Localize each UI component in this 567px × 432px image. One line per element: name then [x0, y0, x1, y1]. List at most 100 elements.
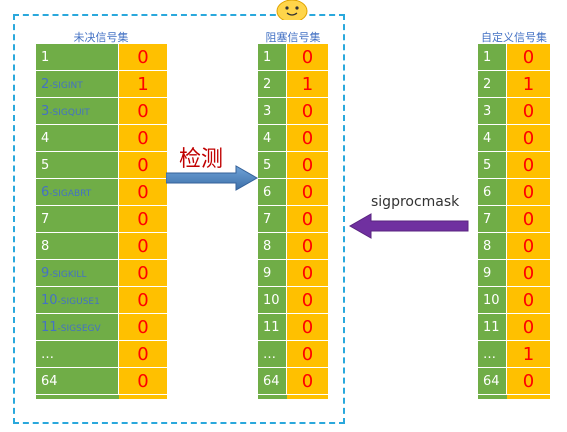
- signal-number: 1: [258, 44, 287, 71]
- signal-bit-value: 0: [119, 152, 167, 179]
- signal-number: 1: [478, 44, 507, 71]
- signal-number-text: …: [483, 347, 496, 362]
- signal-number-text: 2: [483, 77, 492, 92]
- mascot-icon: [276, 0, 308, 20]
- blocked-table-footer: [258, 395, 287, 399]
- signal-number-text: 9: [483, 266, 492, 281]
- signal-number: 8: [258, 233, 287, 260]
- signal-number-text: 64: [483, 374, 500, 389]
- signal-number: 4: [478, 125, 507, 152]
- signal-bit-value: 0: [507, 206, 550, 233]
- signal-number: 9: [258, 260, 287, 287]
- signal-number-text: 9: [41, 266, 50, 281]
- signal-bit-value: 0: [287, 314, 328, 341]
- signal-number: 64: [36, 368, 119, 395]
- signal-number: 64: [478, 368, 507, 395]
- signal-number-text: 6: [263, 185, 272, 200]
- signal-number-text: 10: [41, 293, 58, 308]
- signal-number-text: 5: [263, 158, 272, 173]
- signal-number-text: 8: [483, 239, 492, 254]
- signal-number-text: 11: [483, 320, 500, 335]
- signal-bit-value: 0: [507, 179, 550, 206]
- signal-number: 7: [258, 206, 287, 233]
- signal-bit-value: 0: [287, 233, 328, 260]
- signal-number-text: 3: [41, 104, 50, 119]
- signal-bit-value: 0: [287, 179, 328, 206]
- signal-number-text: 5: [483, 158, 492, 173]
- signal-number: 5: [258, 152, 287, 179]
- signal-number-text: 1: [263, 50, 272, 65]
- detect-arrow: [166, 165, 258, 191]
- signal-number-text: 7: [263, 212, 272, 227]
- signal-bit-value: 0: [507, 368, 550, 395]
- signal-bit-value: 1: [119, 71, 167, 98]
- signal-bit-value: 0: [119, 314, 167, 341]
- signal-number: 2: [478, 71, 507, 98]
- signal-bit-value: 0: [119, 287, 167, 314]
- signal-number: 64: [258, 368, 287, 395]
- signal-bit-value: 0: [507, 125, 550, 152]
- signal-bit-value: 0: [119, 260, 167, 287]
- signal-number: 10: [478, 287, 507, 314]
- signal-bit-value: 0: [507, 260, 550, 287]
- signal-number-text: 11: [41, 320, 58, 335]
- signal-number: 4: [36, 125, 119, 152]
- detect-label: 检测: [179, 147, 224, 172]
- signal-number: 6: [258, 179, 287, 206]
- signal-name: -SIGINT: [49, 81, 83, 91]
- signal-bit-value: 0: [287, 287, 328, 314]
- signal-number-text: 7: [41, 212, 50, 227]
- signal-number: 10: [258, 287, 287, 314]
- signal-bit-value: 1: [287, 71, 328, 98]
- signal-number: 4: [258, 125, 287, 152]
- signal-number-text: 4: [41, 131, 50, 146]
- signal-number: 1: [36, 44, 119, 71]
- signal-bit-value: 0: [507, 233, 550, 260]
- signal-number: 5: [478, 152, 507, 179]
- signal-bit-value: 0: [287, 152, 328, 179]
- signal-number-text: 6: [483, 185, 492, 200]
- signal-number-text: 8: [41, 239, 50, 254]
- signal-name: -SIGABRT: [49, 189, 92, 199]
- signal-bit-value: 0: [119, 233, 167, 260]
- signal-name: -SIGSEGV: [57, 324, 101, 334]
- signal-number: …: [36, 341, 119, 368]
- signal-number: 5: [36, 152, 119, 179]
- pending-set-title: 未决信号集: [73, 31, 129, 44]
- sigprocmask-arrow: [349, 213, 469, 239]
- signal-bit-value: 0: [119, 341, 167, 368]
- signal-number-text: 64: [263, 374, 280, 389]
- signal-number: 9: [478, 260, 507, 287]
- blocked-table-footer-values: [287, 395, 328, 399]
- custom-table-footer-values: [507, 395, 550, 399]
- signal-number: 2: [258, 71, 287, 98]
- signal-bit-value: 1: [507, 71, 550, 98]
- signal-number-text: 3: [263, 104, 272, 119]
- signal-name: -SIGQUIT: [49, 108, 90, 118]
- signal-bit-value: 0: [287, 260, 328, 287]
- blocked-set-title: 阻塞信号集: [265, 31, 321, 44]
- signal-number-text: 10: [263, 293, 280, 308]
- signal-number: 8: [478, 233, 507, 260]
- signal-name: -SIGKILL: [49, 270, 87, 280]
- signal-number: …: [478, 341, 507, 368]
- signal-bit-value: 0: [287, 368, 328, 395]
- signal-bit-value: 0: [287, 206, 328, 233]
- signal-number-text: 4: [483, 131, 492, 146]
- pending-table-footer: [36, 395, 119, 399]
- signal-bit-value: 0: [119, 179, 167, 206]
- signal-number: 3: [478, 98, 507, 125]
- signal-number: 7: [36, 206, 119, 233]
- signal-number-text: 6: [41, 185, 50, 200]
- custom-table-footer: [478, 395, 507, 399]
- signal-bit-value: 0: [119, 44, 167, 71]
- signal-number: 3: [258, 98, 287, 125]
- signal-number: 6-SIGABRT: [36, 179, 119, 206]
- process-boundary: [13, 14, 345, 424]
- signal-bit-value: 0: [287, 341, 328, 368]
- signal-name: -SIGUSE1: [57, 297, 100, 307]
- signal-number-text: 1: [483, 50, 492, 65]
- signal-number: 11: [478, 314, 507, 341]
- signal-bit-value: 0: [287, 125, 328, 152]
- signal-number: 8: [36, 233, 119, 260]
